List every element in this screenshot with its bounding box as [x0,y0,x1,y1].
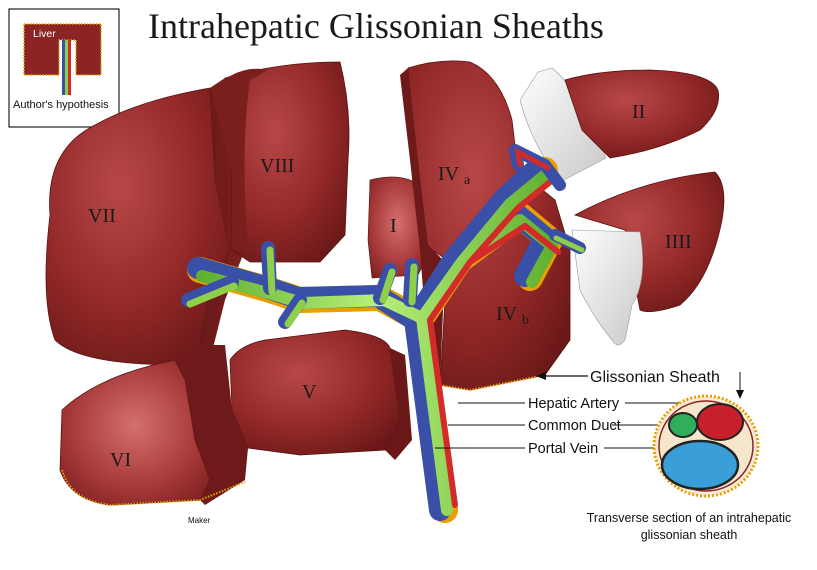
falciform-ligament-bottom [571,229,643,346]
segment-iva-label: IV [438,163,460,185]
hepatic-artery-label: Hepatic Artery [528,396,620,412]
portal-vein-label: Portal Vein [528,441,598,457]
segment-ivb-sub: b [522,313,529,328]
section-vein [660,439,740,491]
inset-panel: Liver Author's hypothesis [8,8,120,128]
maker-label: Maker [188,516,211,525]
section-artery [696,403,744,441]
segment-ii [564,69,719,159]
segment-i-label: I [390,215,397,237]
inset-hypothesis-label: Author's hypothesis [13,99,109,111]
segment-viii-label: VIII [260,155,294,177]
segment-vi-label: VI [110,449,131,471]
segment-ii-label: II [632,101,645,123]
segment-iiii [573,171,725,313]
inset-liver-label: Liver [33,28,56,40]
segment-v-label: V [302,381,317,403]
segment-vi [59,345,248,507]
segment-ivb-label: IV [496,303,518,325]
common-duct-label: Common Duct [528,418,621,434]
inset-liver-shape [23,23,102,76]
segment-iiii-label: IIII [665,231,692,253]
page-title: Intrahepatic Glissonian Sheaths [148,6,604,46]
section-duct [668,412,698,438]
segment-v [229,329,412,460]
segment-vii-label: VII [88,205,116,227]
inset-artery-strip [68,40,71,95]
glissonian-pedicle-tree [181,144,586,523]
section-caption-line2: glissonian sheath [641,528,738,542]
segment-viii [210,61,350,263]
cross-section [652,394,760,498]
segment-iva-sub: a [464,173,471,188]
inset-duct-strip [65,40,68,95]
glissonian-sheath-label: Glissonian Sheath [590,369,720,386]
inset-vein-strip [62,40,65,95]
section-caption-line1: Transverse section of an intrahepatic [587,511,792,525]
